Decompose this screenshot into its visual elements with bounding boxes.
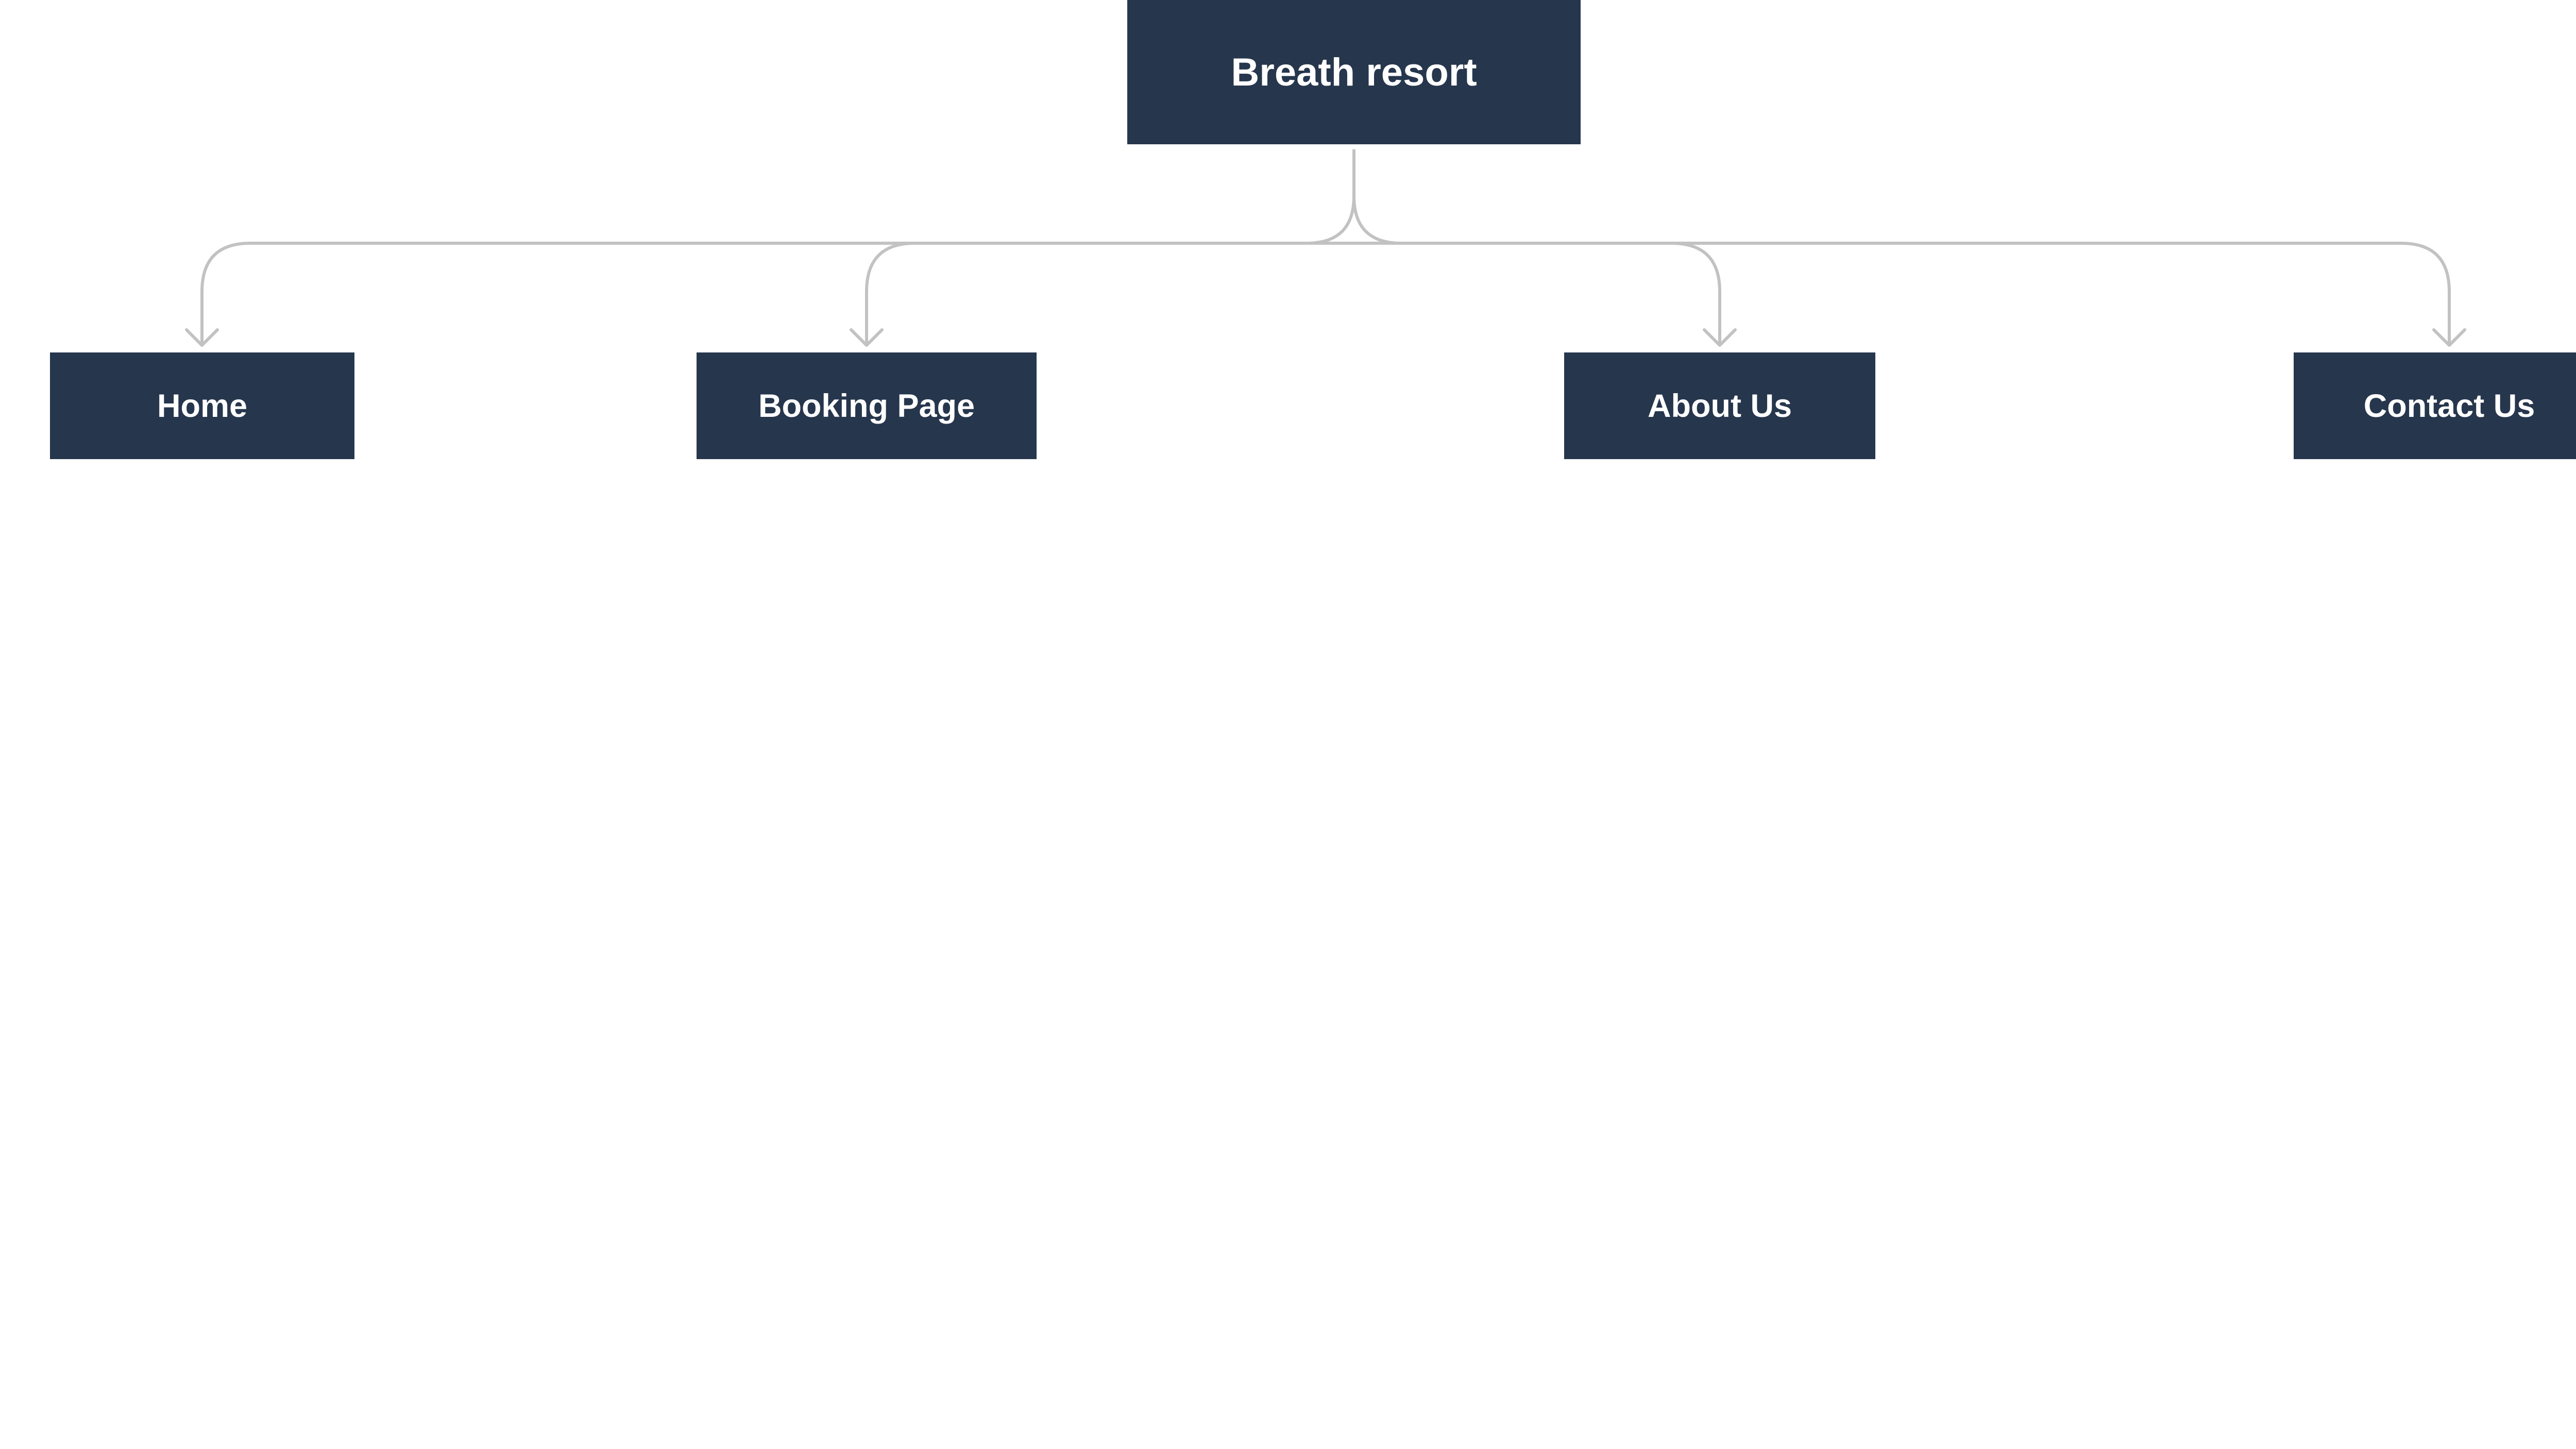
connector-trunk-right [1352,194,1403,245]
child-node-about-us[interactable]: About Us [1564,352,1875,459]
connector-branch-about [1670,242,1721,346]
child-node-contact-us[interactable]: Contact Us [2294,352,2576,459]
child-node-label: Contact Us [2363,387,2535,424]
connector-branch-booking [865,242,917,346]
connector-trunk [1305,149,1403,245]
connector-branch-home [200,242,252,346]
arrowhead-about [1703,328,1737,347]
arrowhead-booking [850,328,884,347]
child-node-home[interactable]: Home [50,352,354,459]
arrowhead-contact [2432,328,2466,347]
child-node-label: About Us [1648,387,1792,424]
child-node-label: Booking Page [758,387,975,424]
root-node-label: Breath resort [1231,50,1477,94]
child-node-label: Home [157,387,248,424]
root-node[interactable]: Breath resort [1127,0,1581,144]
arrowhead-home [185,328,219,347]
child-node-booking-page[interactable]: Booking Page [697,352,1037,459]
connector-branch-contact [2399,242,2451,346]
